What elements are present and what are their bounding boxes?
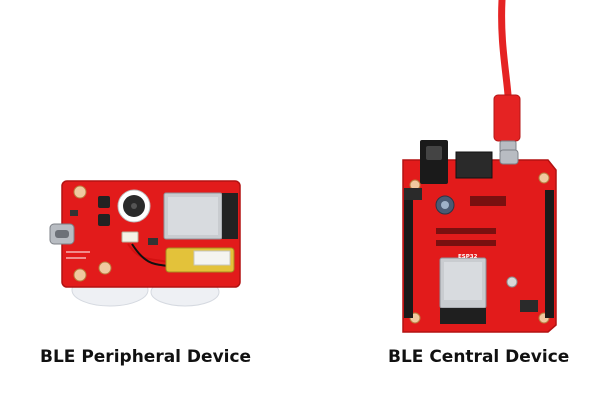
reset-button (506, 276, 518, 288)
central-caption: BLE Central Device (388, 347, 570, 367)
esp32-silkscreen: ESP32 (458, 254, 478, 260)
peripheral-board (49, 180, 241, 307)
sd-card-slot (455, 151, 493, 179)
push-button (98, 196, 110, 208)
pin-header-left (404, 200, 413, 318)
peripheral-caption: BLE Peripheral Device (40, 347, 252, 367)
pin-header-right (545, 190, 554, 318)
mounting-hole (73, 268, 87, 282)
mounting-hole (73, 185, 87, 199)
usb-cable (498, 0, 512, 99)
usb-cable-plug (493, 94, 521, 142)
central-board: ESP32 (402, 0, 557, 333)
mounting-hole (98, 261, 112, 275)
battery-wire (127, 243, 169, 263)
push-button (98, 214, 110, 226)
mounting-hole (538, 172, 550, 184)
connector (121, 231, 139, 243)
